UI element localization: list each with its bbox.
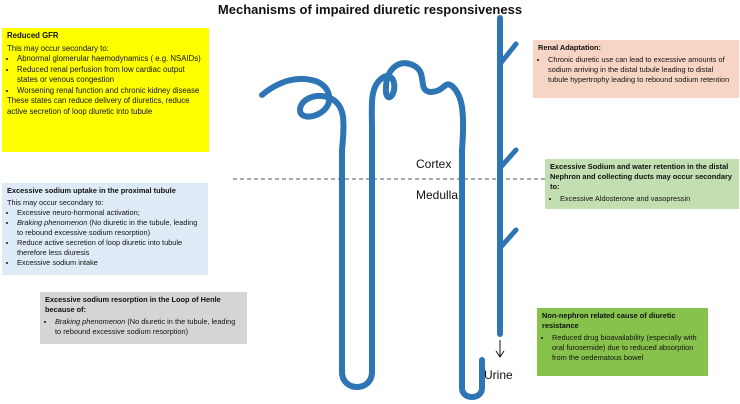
list-item: Reduced drug bioavailability (especially…: [552, 333, 703, 363]
list-item: Braking phenomenon (No diuretic in the t…: [17, 218, 203, 238]
item-text: (No diuretic in the tubule, leading to r…: [55, 316, 236, 336]
list-item: Worsening renal function and chronic kid…: [17, 86, 204, 97]
item-text: (No diuretic in the tubule, leading to r…: [17, 217, 198, 237]
list-item: Excessive Aldosterone and vasopressin: [560, 194, 734, 204]
box-heading: Excessive sodium uptake in the proximal …: [7, 186, 176, 195]
item-text: Excessive sodium intake: [17, 257, 98, 267]
list-item: Braking phenomenon (No diuretic in the t…: [55, 317, 242, 337]
reduced-gfr-box: Reduced GFR This may occur secondary to:…: [2, 28, 209, 152]
distal-retention-box: Excessive Sodium and water retention in …: [545, 159, 739, 209]
box-footer: These states can reduce delivery of diur…: [7, 96, 190, 116]
box-heading: Excessive Sodium and water retention in …: [550, 162, 732, 191]
box-intro: This may occur secondary to:: [7, 43, 109, 53]
bowmans-capsule: [236, 70, 262, 120]
diagram-title: Mechanisms of impaired diuretic responsi…: [217, 2, 523, 17]
box-heading: Reduced GFR: [7, 31, 59, 40]
duct-branch-3: [497, 227, 519, 251]
box-heading: Non-nephron related cause of diuretic re…: [542, 311, 676, 330]
nephron-tubule: [259, 60, 485, 400]
urine-label: Urine: [484, 368, 513, 382]
list-item: Reduced renal perfusion from low cardiac…: [17, 65, 204, 86]
cortex-label: Cortex: [416, 157, 452, 171]
box-heading: Renal Adaptation:: [538, 43, 601, 52]
box-heading: Excessive sodium resorption in the Loop …: [45, 295, 221, 314]
non-nephron-box: Non-nephron related cause of diuretic re…: [537, 308, 708, 376]
item-emphasis: Braking phenomenon: [55, 316, 126, 326]
list-item: Abnormal glomerular haemodynamics ( e.g.…: [17, 54, 204, 65]
list-item: Chronic diuretic use can lead to excessi…: [548, 55, 734, 85]
renal-adaptation-box: Renal Adaptation: Chronic diuretic use c…: [533, 40, 739, 98]
box-intro: This may occur secondary to:: [7, 197, 104, 207]
list-item: Reduce active secretion of loop diuretic…: [17, 238, 203, 258]
duct-branch-2: [497, 147, 519, 171]
urine-arrow-head: [495, 350, 505, 358]
item-text: Reduce active secretion of loop diuretic…: [17, 237, 183, 257]
item-text: Excessive neuro-hormonal activation;: [17, 207, 140, 217]
duct-branch-1: [497, 41, 519, 67]
item-emphasis: Braking phenomenon: [17, 217, 88, 227]
proximal-tubule-box: Excessive sodium uptake in the proximal …: [2, 183, 208, 275]
medulla-label: Medulla: [416, 188, 459, 202]
list-item: Excessive neuro-hormonal activation;: [17, 208, 203, 218]
loop-of-henle-box: Excessive sodium resorption in the Loop …: [40, 292, 247, 344]
list-item: Excessive sodium intake: [17, 258, 203, 268]
